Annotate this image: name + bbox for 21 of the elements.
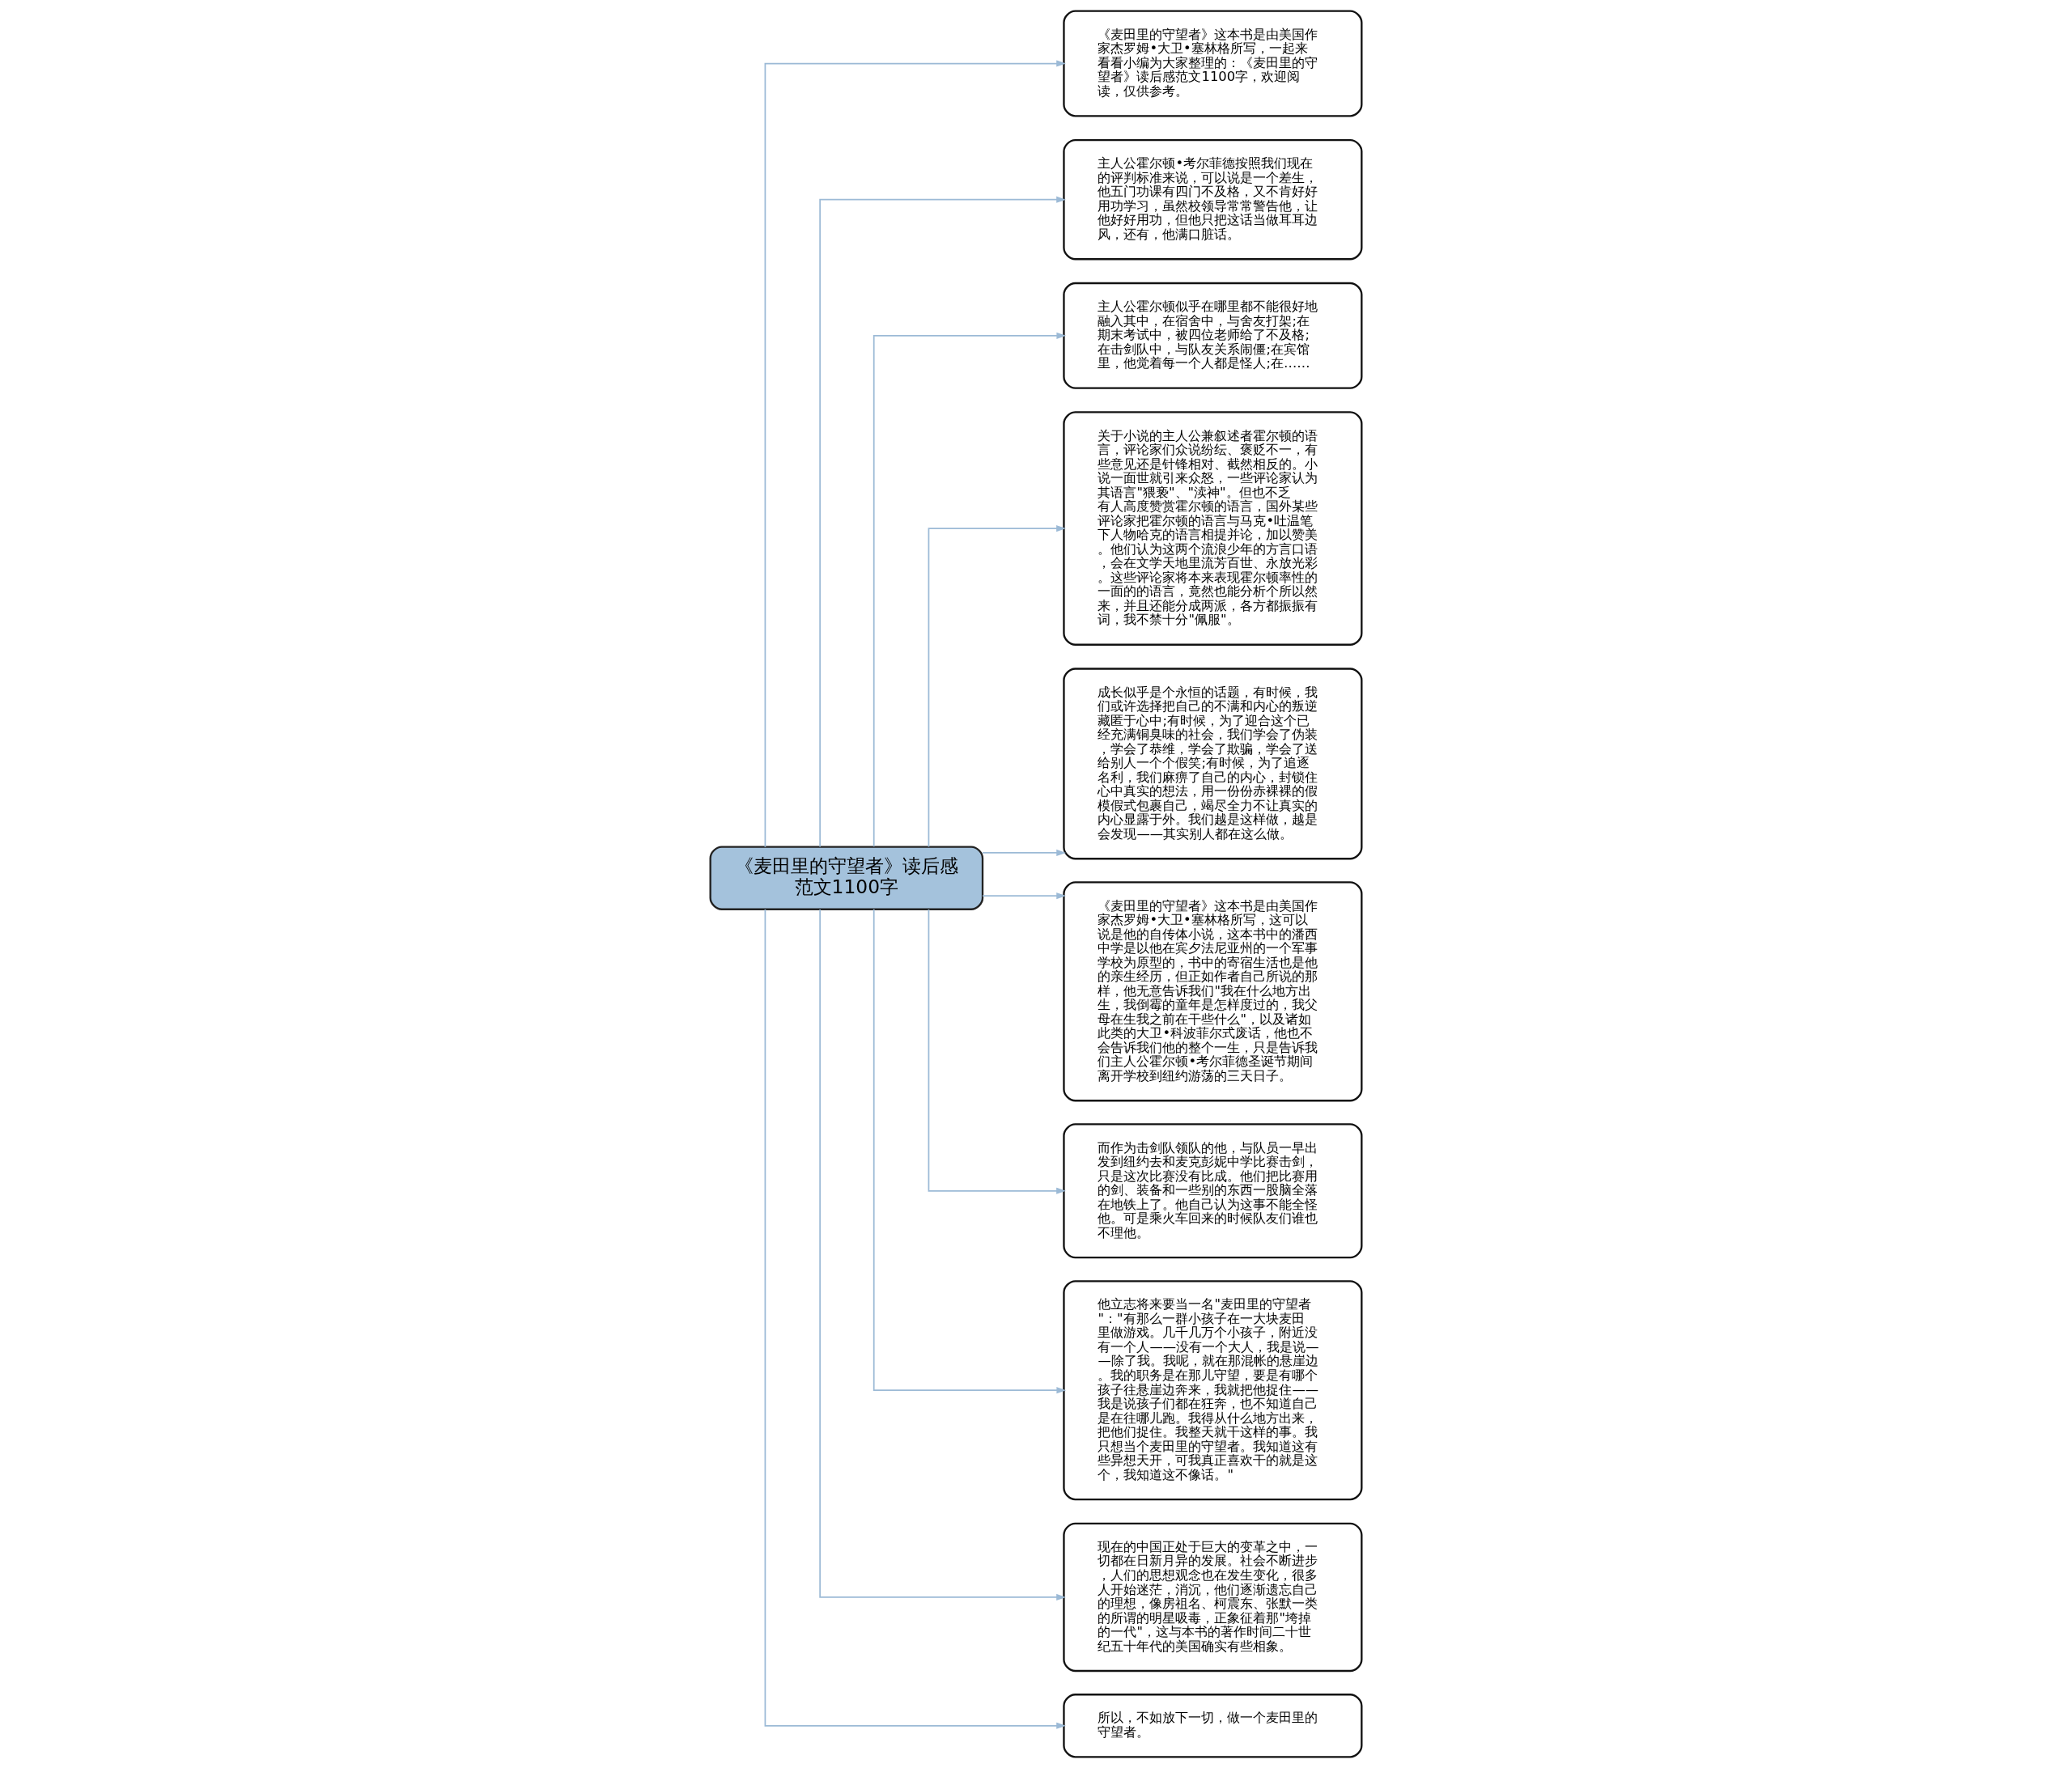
node-box: 现在的中国正处于巨大的变革之中，一切都在日新月异的发展。社会不断进步，人们的思想观念也在发生变化，很多人开始迷茫，消沉，他们逐渐遗忘自己的理想，像房祖名、柯震东、张默一类的所谓的明星吸毒，正象征着那"垮掉的一代"，这与本书的著作时间二十世纪五十年代的美国确实有些相象。 bbox=[1063, 1522, 1363, 1673]
arrow bbox=[982, 849, 1066, 857]
arrow bbox=[873, 908, 1067, 1394]
arrow bbox=[819, 909, 1066, 1601]
node-box: 《麦田里的守望者》这本书是由美国作家杰罗姆•大卫•塞林格所写，这可以说是他的自传体小说，这本书中的潘西中学是以他在宾夕法尼亚州的一个军事学校为原型的，书中的寄宿生活也是他的亲生经历，但正如作者自己所说的那样，他无意告诉我们"我在什么地方出生，我倒霉的童年是怎样度过的，我父母在生我之前在干些什么"，以及诸如此类的大卫•科波菲尔式废话，他也不会告诉我们他的整个一生，只是告诉我们主人公霍尔顿•考尔菲德圣诞节期间离开学校到纽约游荡的三天日子。 bbox=[1063, 881, 1363, 1102]
arrow bbox=[928, 525, 1066, 848]
node-box: 主人公霍尔顿•考尔菲德按照我们现在的评判标准来说，可以说是一个差生，他五门功课有四门不及格，又不肯好好用功学习，虽然校领导常常警告他，让他好好用功，但他只把这话当做耳耳边风，还有，他满口脏话。 bbox=[1063, 138, 1363, 261]
arrow bbox=[764, 60, 1066, 848]
node-box: 而作为击剑队领队的他，与队员一早出发到纽约去和麦克彭妮中学比赛击剑，只是这次比赛没有比成。他们把比赛用的剑、装备和一些别的东西一股脑全落在地铁上了。他自己认为这事不能全怪他。可是乘火车回来的时候队友们谁也不理他。 bbox=[1063, 1123, 1363, 1259]
arrow bbox=[928, 909, 1066, 1194]
node-box: 他立志将来要当一名"麦田里的守望者"："有那么一群小孩子在一大块麦田里做游戏。几千几万个小孩子，附近没有一个人——没有一个大人，我是说——除了我。我呢，就在那混帐的悬崖边。我的职务是在那儿守望，要是有哪个孩子往悬崖边奔来，我就把他捉住——我是说孩子们都在狂奔，也不知道自己是在往哪儿跑。我得从什么地方出来，把他们捉住。我整天就干这样的事。我只想当个麦田里的守望者。我知道这有些异想天开，可我真正喜欢干的就是这个，我知道这不像话。" bbox=[1063, 1280, 1363, 1501]
node-box: 《麦田里的守望者》读后感范文1100字 bbox=[709, 846, 984, 910]
node-box: 所以，不如放下一切，做一个麦田里的守望者。 bbox=[1063, 1694, 1363, 1758]
node-box: 《麦田里的守望者》这本书是由美国作家杰罗姆•大卫•塞林格所写，一起来看看小编为大家整理的：《麦田里的守望者》读后感范文1100字，欢迎阅读，仅供参考。 bbox=[1063, 10, 1363, 117]
arrow bbox=[764, 909, 1066, 1729]
node-box: 主人公霍尔顿似乎在哪里都不能很好地融入其中，在宿舍中，与舍友打架;在期末考试中，被四位老师给了不及格;在击剑队中，与队友关系闹僵;在宾馆里，他觉着每一个人都是怪人;在…… bbox=[1063, 282, 1363, 389]
arrow bbox=[982, 892, 1066, 900]
arrow bbox=[819, 196, 1066, 848]
arrow bbox=[873, 332, 1067, 848]
node-box: 成长似乎是个永恒的话题，有时候，我们或许选择把自己的不满和内心的叛逆藏匿于心中;有时候，为了迎合这个已经充满铜臭味的社会，我们学会了伪装，学会了恭维，学会了欺骗，学会了送给别人一个个假笑;有时候，为了追逐名利，我们麻痹了自己的内心，封锁住心中真实的想法，用一份份赤裸裸的假模假式包裹自己，竭尽全力不让真实的内心显露于外。我们越是这样做，越是会发现——其实别人都在这么做。 bbox=[1063, 668, 1363, 860]
node-box: 关于小说的主人公兼叙述者霍尔顿的语言，评论家们众说纷纭、褒贬不一，有些意见还是针锋相对、截然相反的。小说一面世就引来众怒，一些评论家认为其语言"猥亵"、"渎神"。但也不乏有人高度赞赏霍尔顿的语言，国外某些评论家把霍尔顿的语言与马克•吐温笔下人物哈克的语言相提并论，加以赞美。他们认为这两个流浪少年的方言口语，会在文学天地里流芳百世、永放光彩。这些评论家将本来表现霍尔顿率性的一面的的语言，竟然也能分析个所以然来，并且还能分成两派，各方都振振有词，我不禁十分"佩服"。 bbox=[1063, 411, 1363, 646]
